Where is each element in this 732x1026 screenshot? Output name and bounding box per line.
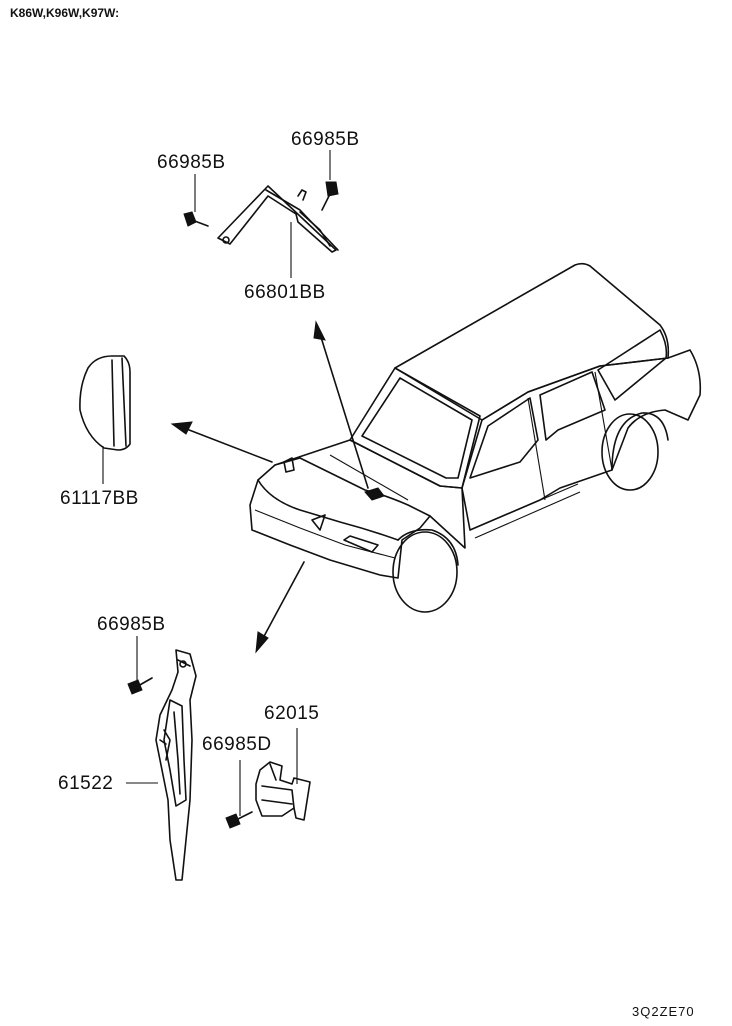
- drawing-code: 3Q2ZE70: [632, 1004, 695, 1019]
- label-bolt-lower: 66985B: [97, 614, 166, 635]
- label-bracket-upper: 66801BB: [244, 282, 326, 303]
- label-bracket-lower: 62015: [264, 703, 320, 724]
- shield-lower-part: [155, 649, 197, 881]
- bolt-top-right-icon: [321, 181, 339, 211]
- label-bolt-top-left: 66985B: [157, 152, 226, 173]
- label-cover-side: 61117BB: [60, 488, 139, 509]
- cover-side-part: [79, 355, 131, 451]
- arrow-to-bracket-upper: [313, 320, 369, 489]
- label-bolt-top-right: 66985B: [291, 129, 360, 150]
- bolt-lower-icon: [127, 677, 153, 695]
- bracket-lower-part: [255, 761, 311, 821]
- bracket-upper-part: [217, 185, 339, 253]
- vehicle-illustration: [249, 262, 702, 613]
- bolt-top-left-icon: [183, 211, 209, 227]
- arrow-to-cover-side: [170, 421, 273, 463]
- header-model-codes: K86W,K96W,K97W:: [10, 6, 120, 20]
- label-shield-lower: 61522: [58, 773, 114, 794]
- label-bolt-d: 66985D: [202, 734, 272, 755]
- bolt-d-icon: [225, 811, 253, 829]
- arrow-to-lower-parts: [255, 561, 305, 654]
